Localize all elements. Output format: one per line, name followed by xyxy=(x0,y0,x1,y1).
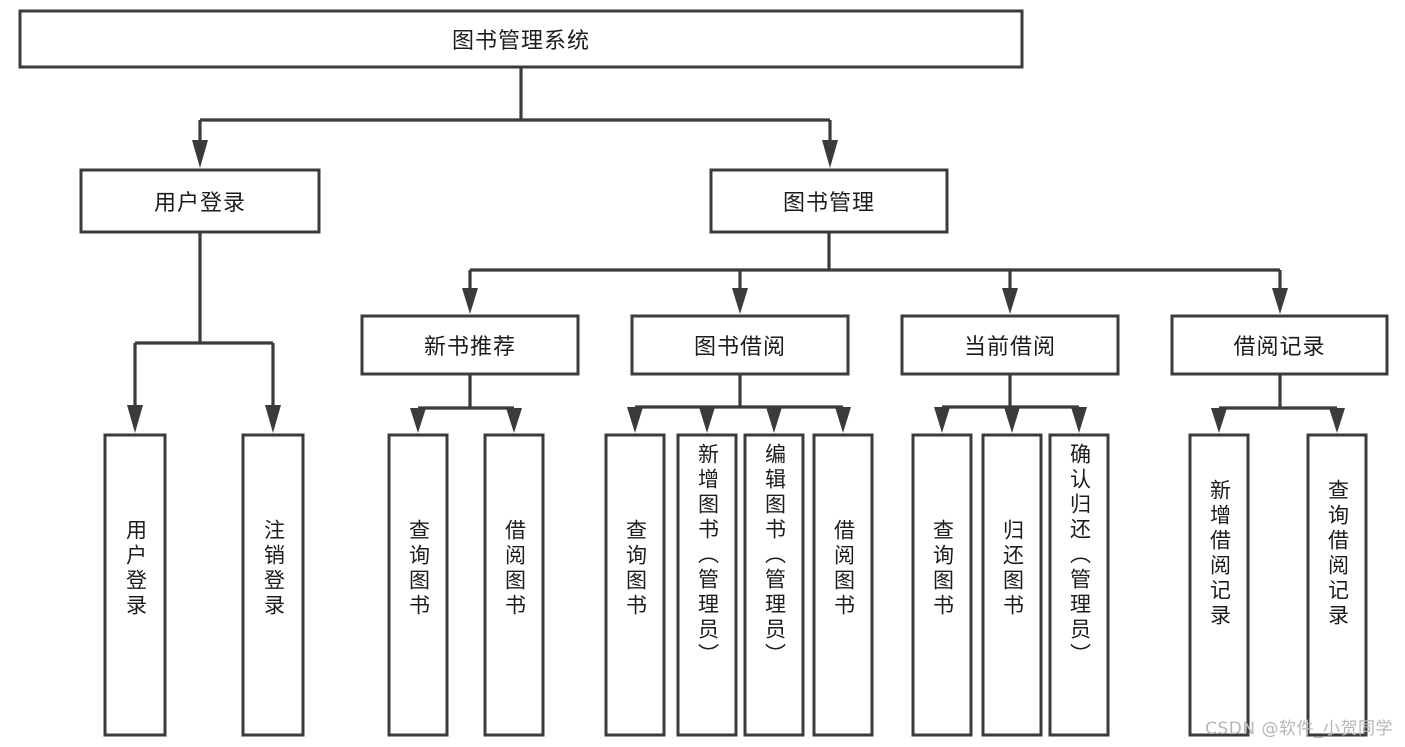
arrow-head-book-borrow xyxy=(732,288,748,314)
node-box-leaf-return-book[interactable] xyxy=(981,433,1043,737)
node-box-leaf-query-book-2[interactable] xyxy=(604,433,666,737)
arrow-head-borrow-record xyxy=(1272,288,1288,314)
node-box-user-login[interactable] xyxy=(79,168,321,234)
node-box-book-manage[interactable] xyxy=(709,168,949,234)
node-box-leaf-add-record[interactable] xyxy=(1188,433,1250,737)
connector-group-borrow-record-to-leaves xyxy=(1211,374,1345,433)
node-box-leaf-user-login[interactable] xyxy=(103,433,167,737)
connector-group-book-manage-to-level3 xyxy=(462,232,1288,314)
connector-group-new-book-rec-to-leaves xyxy=(410,374,522,433)
arrow-head-current-borrow xyxy=(1002,288,1018,314)
node-box-current-borrow[interactable] xyxy=(900,314,1120,376)
arrow-head-leaf-user-login xyxy=(127,405,143,433)
arrow-head-leaf-query-book-2 xyxy=(627,407,643,433)
arrow-head-leaf-query-book-1 xyxy=(410,408,426,433)
node-box-leaf-query-book-3[interactable] xyxy=(911,433,973,737)
arrow-head-user-login xyxy=(192,140,208,168)
arrow-head-leaf-query-book-3 xyxy=(934,407,950,433)
arrow-head-leaf-confirm-return xyxy=(1071,407,1087,433)
csdn-watermark: CSDN @软件_小贺同学 xyxy=(1205,719,1393,739)
node-box-leaf-query-book-1[interactable] xyxy=(387,433,449,737)
arrow-head-leaf-return-book xyxy=(1004,407,1020,433)
connector-group-root-to-level2 xyxy=(192,67,838,168)
arrow-head-leaf-add-record xyxy=(1211,408,1227,433)
arrow-head-leaf-query-record xyxy=(1329,408,1345,433)
node-box-leaf-edit-book[interactable] xyxy=(743,433,805,737)
connector-group-book-borrow-to-leaves xyxy=(627,374,851,433)
arrow-head-leaf-borrow-book-1 xyxy=(506,408,522,433)
node-box-new-book-rec[interactable] xyxy=(360,314,580,376)
arrow-head-leaf-add-book xyxy=(699,407,715,433)
node-box-leaf-confirm-return[interactable] xyxy=(1048,433,1110,737)
arrow-head-leaf-logout xyxy=(265,405,281,433)
node-box-leaf-query-record[interactable] xyxy=(1306,433,1368,737)
arrow-head-book-manage xyxy=(822,140,838,168)
node-box-book-borrow[interactable] xyxy=(630,314,850,376)
arrow-head-leaf-borrow-book-2 xyxy=(835,407,851,433)
node-box-borrow-record[interactable] xyxy=(1170,314,1389,376)
node-box-leaf-add-book[interactable] xyxy=(676,433,738,737)
node-box-root[interactable] xyxy=(18,9,1024,69)
arrow-head-new-book-rec xyxy=(462,288,478,314)
node-box-leaf-borrow-book-1[interactable] xyxy=(483,433,545,737)
node-box-leaf-borrow-book-2[interactable] xyxy=(812,433,874,737)
node-box-leaf-logout[interactable] xyxy=(241,433,305,737)
connector-group-current-borrow-to-leaves xyxy=(934,374,1087,433)
connector-group-user-login-to-leaves xyxy=(127,232,281,433)
arrow-head-leaf-edit-book xyxy=(766,407,782,433)
